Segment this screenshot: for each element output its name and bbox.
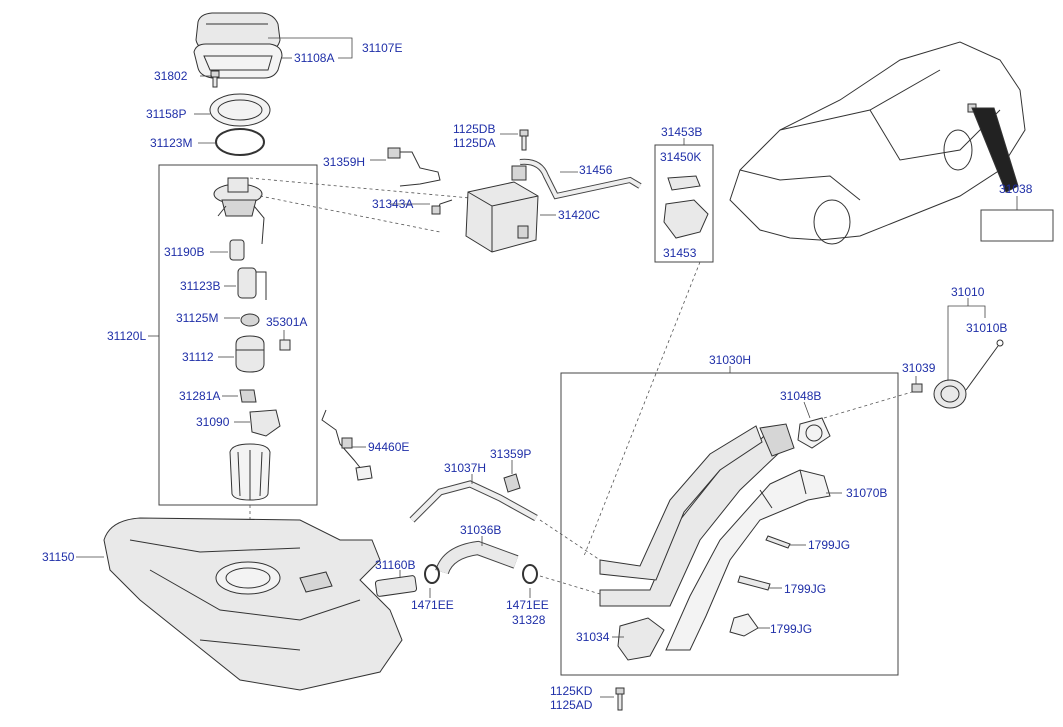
fuel-tank-part (103, 517, 403, 691)
filler-gasket-part (797, 417, 831, 449)
label-1799jg-c: 1799JG (770, 622, 813, 636)
label-plate (980, 209, 1054, 242)
fuel-filter-part (229, 239, 245, 261)
label-35301a: 35301A (266, 315, 308, 329)
canister-part (465, 165, 539, 253)
label-1125db: 1125DB (453, 122, 496, 136)
label-1471ee-a: 1471EE (411, 598, 454, 612)
label-31108a: 31108A (294, 51, 335, 65)
valve-bracket-part (663, 199, 709, 239)
clip-part (239, 389, 257, 403)
car-illustration (729, 41, 1026, 245)
label-1125kd: 1125KD (550, 684, 593, 698)
breather-hose-part (409, 480, 538, 523)
label-31010: 31010 (951, 285, 985, 299)
label-94460e: 94460E (368, 440, 410, 454)
screw-part (911, 383, 923, 393)
vapor-tube-part (431, 199, 453, 215)
label-31048b: 31048B (780, 389, 822, 403)
label-31281a: 31281A (179, 389, 221, 403)
label-31420c: 31420C (558, 208, 601, 222)
filler-hose-part (435, 540, 519, 575)
hose-clamp-b-part (522, 564, 538, 584)
label-31190b: 31190B (164, 245, 205, 259)
label-31160b: 31160B (375, 558, 416, 572)
label-31010b: 31010B (966, 321, 1008, 335)
o-ring-part (215, 128, 265, 156)
pump-motor-part (237, 267, 267, 300)
fuel-sender-part (321, 409, 373, 481)
label-31123b: 31123B (180, 279, 221, 293)
pump-gasket-part (240, 313, 260, 327)
label-31453: 31453 (663, 246, 697, 260)
label-31359h: 31359H (323, 155, 366, 169)
label-31070b: 31070B (846, 486, 888, 500)
filler-shield-part (665, 469, 831, 651)
cap-tether-part (965, 339, 1004, 391)
label-31037h: 31037H (444, 461, 487, 475)
filler-bolt-part (615, 687, 625, 711)
label-31158p: 31158P (146, 107, 187, 121)
pump-housing-part (235, 335, 265, 373)
pump-module-frame (158, 164, 318, 506)
label-31802: 31802 (154, 69, 188, 83)
label-31038: 31038 (999, 182, 1033, 196)
bracket-part (667, 175, 701, 191)
vapor-hose-part (387, 147, 441, 187)
cover-gasket-part (193, 43, 283, 79)
label-1125ad: 1125AD (550, 698, 593, 712)
label-1799jg-a: 1799JG (808, 538, 851, 552)
fuel-cap-part (933, 379, 967, 409)
label-31030h: 31030H (709, 353, 752, 367)
label-31107e: 31107E (362, 41, 403, 55)
seal-ring-part (209, 93, 271, 127)
clip-1799jg-a-part (765, 535, 791, 549)
label-31359p: 31359P (490, 447, 532, 461)
hose-clip-part (503, 473, 521, 493)
reservoir-cup-part (229, 443, 271, 501)
filler-neck-part (599, 423, 795, 607)
clip-1799jg-c-part (729, 613, 759, 637)
hose-clamp-a-part (424, 564, 440, 584)
label-31456: 31456 (579, 163, 613, 177)
fuel-pump-flange-part (213, 177, 265, 245)
label-31343a: 31343A (372, 197, 414, 211)
label-31328: 31328 (512, 613, 546, 627)
label-31150: 31150 (42, 550, 75, 564)
label-31450k: 31450K (660, 150, 702, 164)
filler-neck-frame (560, 372, 899, 676)
label-31034: 31034 (576, 630, 610, 644)
regulator-part (249, 409, 281, 437)
pipe-part (374, 575, 418, 597)
label-1471ee-b: 1471EE (506, 598, 549, 612)
sensor-part (279, 339, 291, 351)
label-1125da: 1125DA (453, 136, 496, 150)
label-31039: 31039 (902, 361, 936, 375)
label-31453b: 31453B (661, 125, 703, 139)
bolt-part (210, 70, 220, 88)
label-31036b: 31036B (460, 523, 502, 537)
label-31123m: 31123M (150, 136, 193, 150)
label-31125m: 31125M (176, 311, 219, 325)
canister-bolt-part (519, 129, 529, 151)
label-31120l: 31120L (107, 329, 147, 343)
filler-bracket-part (617, 617, 665, 661)
label-31112: 31112 (182, 350, 214, 364)
label-31090: 31090 (196, 415, 230, 429)
clip-1799jg-b-part (737, 575, 771, 591)
canister-hose-part (519, 158, 642, 200)
label-1799jg-b: 1799JG (784, 582, 827, 596)
